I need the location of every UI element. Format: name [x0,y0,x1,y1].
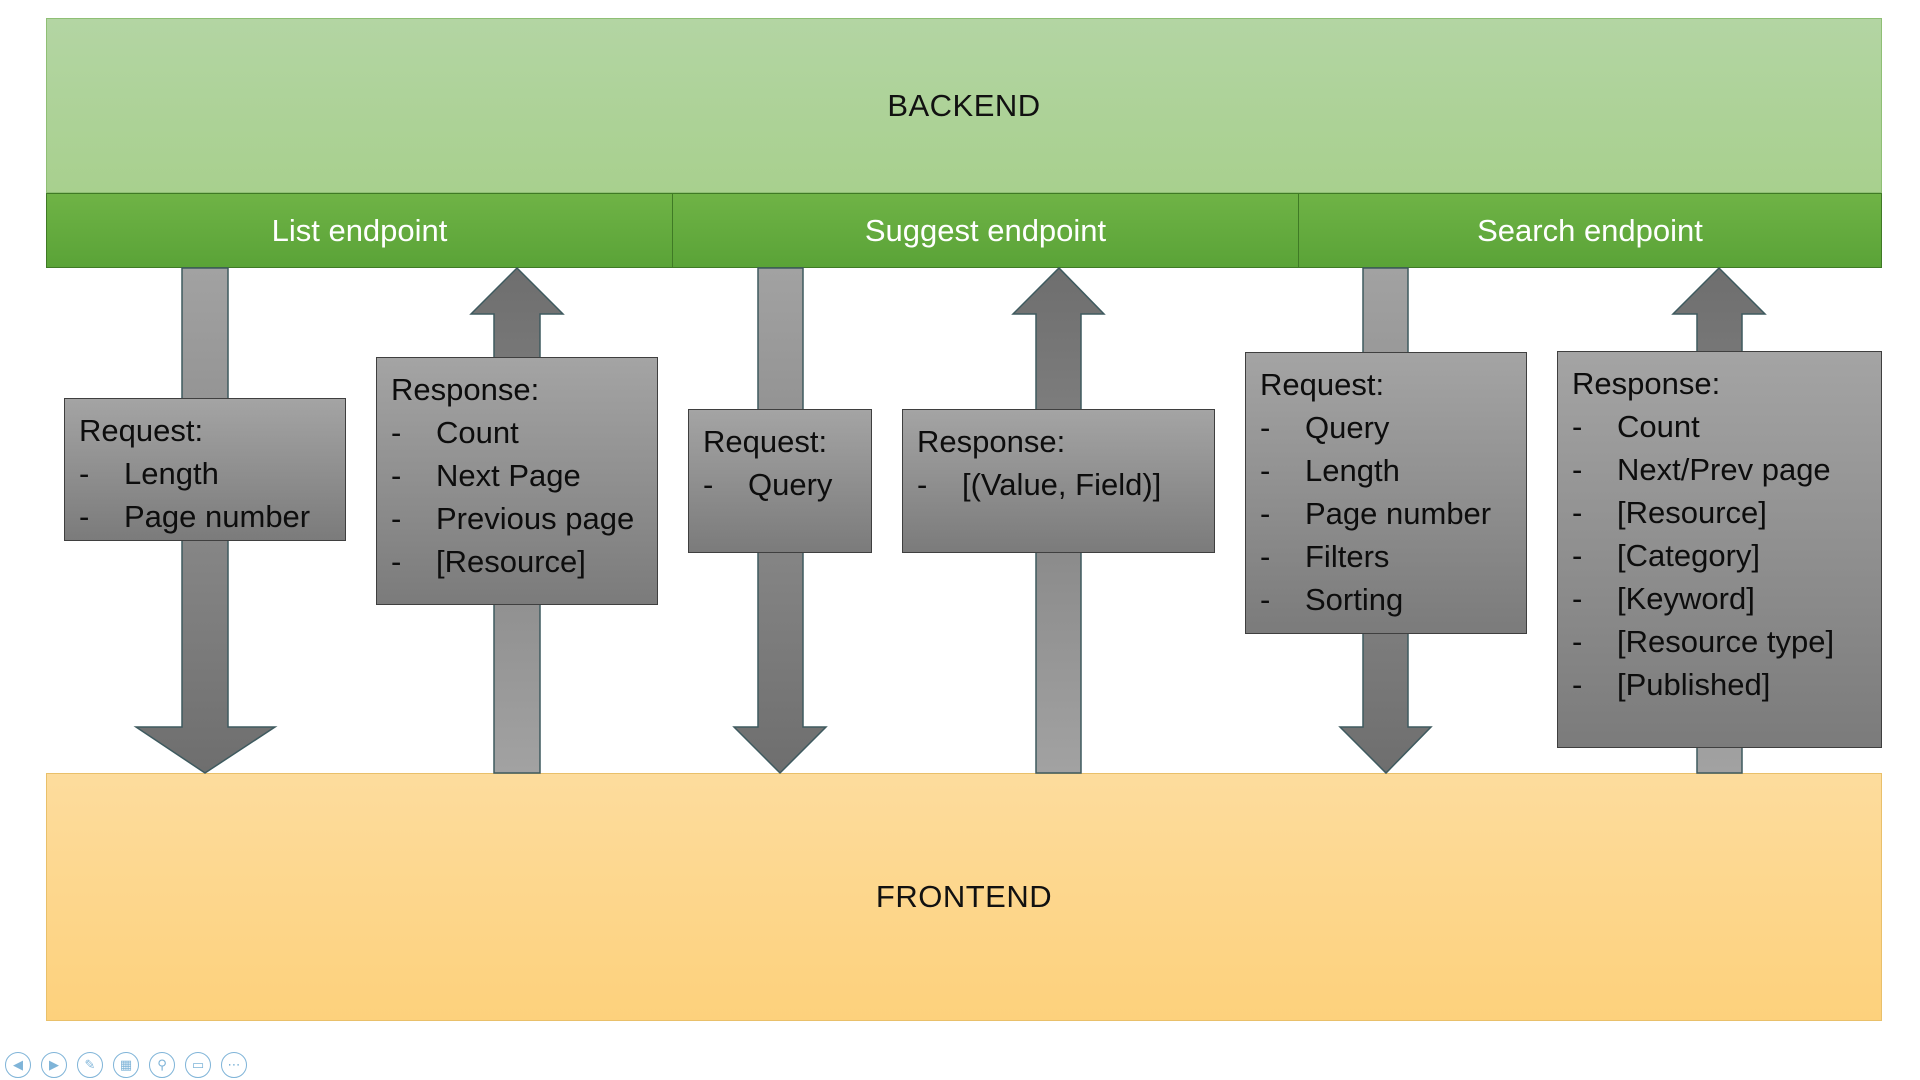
suggest-endpoint-label: Suggest endpoint [864,212,1107,248]
suggest-request-box: Request: -Query [688,409,872,553]
search-request-title: Request: [1260,367,1385,402]
more-options-icon[interactable]: ⋯ [221,1052,247,1078]
backend-layer: BACKEND [46,18,1882,193]
slides-overview-icon[interactable]: ▦ [113,1052,139,1078]
list-item: -[Category] [1572,538,1761,573]
presentation-toolbar: ◀ ▶ ✎ ▦ ⚲ ▭ ⋯ [5,1052,247,1080]
suggest-request-title: Request: [703,424,828,459]
list-response-title: Response: [391,372,540,407]
list-item: -Sorting [1260,582,1404,617]
list-endpoint-label: List endpoint [271,212,448,248]
list-request-items: -Length -Page number [79,452,331,538]
frontend-layer: FRONTEND [46,773,1882,1021]
list-item: -Page number [79,499,311,534]
list-item: -[(Value, Field)] [917,467,1162,502]
search-response-items: -Count -Next/Prev page -[Resource] -[Cat… [1572,405,1867,706]
list-request-title: Request: [79,413,204,448]
list-item: -Count [391,415,519,450]
zoom-icon[interactable]: ⚲ [149,1052,175,1078]
list-item: -Filters [1260,539,1390,574]
list-item: -[Keyword] [1572,581,1755,616]
search-response-box: Response: -Count -Next/Prev page -[Resou… [1557,351,1882,748]
list-item: -[Published] [1572,667,1771,702]
list-response-box: Response: -Count -Next Page -Previous pa… [376,357,658,605]
list-item: -Length [79,456,219,491]
search-endpoint-label: Search endpoint [1477,212,1703,248]
backend-label: BACKEND [887,87,1041,123]
list-item: -Previous page [391,501,635,536]
pen-icon[interactable]: ✎ [77,1052,103,1078]
list-item: -Query [703,467,833,502]
suggest-response-items: -[(Value, Field)] [917,463,1200,506]
search-request-box: Request: -Query -Length -Page number -Fi… [1245,352,1527,634]
list-item: -Next/Prev page [1572,452,1831,487]
list-item: -Next Page [391,458,581,493]
suggest-response-box: Response: -[(Value, Field)] [902,409,1215,553]
list-item: -[Resource type] [1572,624,1835,659]
list-item: -Page number [1260,496,1492,531]
previous-slide-icon[interactable]: ◀ [5,1052,31,1078]
frontend-label: FRONTEND [875,879,1053,914]
search-request-items: -Query -Length -Page number -Filters -So… [1260,406,1512,621]
list-item: -[Resource] [1572,495,1767,530]
suggest-request-items: -Query [703,463,857,506]
list-item: -Length [1260,453,1400,488]
list-request-box: Request: -Length -Page number [64,398,346,541]
suggest-endpoint: Suggest endpoint [672,193,1299,268]
list-endpoint: List endpoint [46,193,673,268]
next-slide-icon[interactable]: ▶ [41,1052,67,1078]
list-item: -Query [1260,410,1390,445]
list-response-items: -Count -Next Page -Previous page -[Resou… [391,411,643,583]
search-endpoint: Search endpoint [1298,193,1882,268]
suggest-response-title: Response: [917,424,1066,459]
screen-icon[interactable]: ▭ [185,1052,211,1078]
search-response-title: Response: [1572,366,1721,401]
list-item: -[Resource] [391,544,586,579]
list-item: -Count [1572,409,1700,444]
